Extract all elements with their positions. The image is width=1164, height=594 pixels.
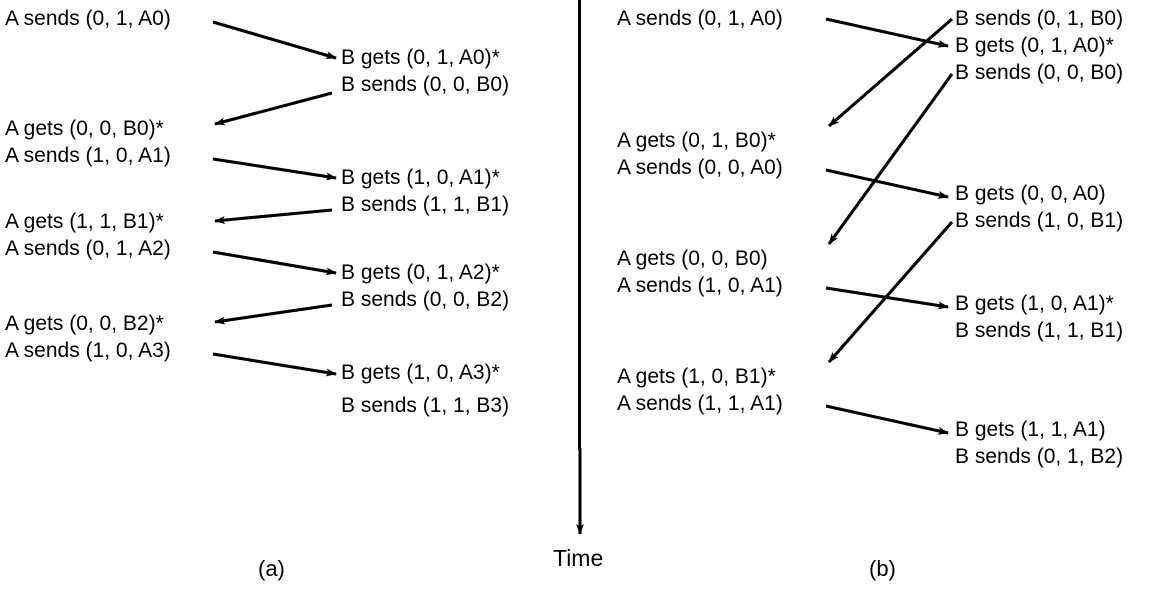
panel-b-left-event-5: A gets (1, 0, B1)* <box>617 365 776 388</box>
panel-a-left-event-0: A sends (0, 1, A0) <box>5 7 171 30</box>
panel-b-right-event-7: B gets (1, 1, A1) <box>955 418 1106 441</box>
panel-b-arrow-b1-to-a <box>827 73 954 245</box>
panel-b-left-event-2: A sends (0, 0, A0) <box>617 156 783 179</box>
panel-a-arrow-a1-to-b <box>212 157 337 181</box>
panel-b-right-event-2: B sends (0, 0, B0) <box>955 61 1124 84</box>
panel-a-left-event-3: A gets (1, 1, B1)* <box>5 210 164 233</box>
panel-b-right-event-4: B sends (1, 0, B1) <box>955 209 1124 232</box>
panel-b-right-event-0: B sends (0, 1, B0) <box>955 7 1124 30</box>
panel-a-right-event-7: B sends (1, 1, B3) <box>341 394 510 417</box>
panel-a-caption: (a) <box>258 556 285 581</box>
panel-b-left-event-4: A sends (1, 0, A1) <box>617 274 783 297</box>
panel-a-right-event-2: B gets (1, 0, A1)* <box>341 166 500 189</box>
panel-divider-line <box>578 0 581 450</box>
panel-a-left-event-2: A sends (1, 0, A1) <box>5 144 171 167</box>
panel-b-left-event-6: A sends (1, 1, A1) <box>617 392 783 415</box>
panel-a-arrow-a0-to-b <box>212 20 337 60</box>
panel-a-right-event-4: B gets (0, 1, A2)* <box>341 261 500 284</box>
panel-a-arrow-b1-to-a <box>214 208 333 225</box>
panel-a-right-event-5: B sends (0, 0, B2) <box>341 288 510 311</box>
panel-b-arrow-a2-to-b <box>825 286 949 310</box>
panel-a-arrow-a3-to-b <box>212 352 337 377</box>
panel-b-left-event-1: A gets (0, 1, B0)* <box>617 129 776 152</box>
panel-a-left-event-5: A gets (0, 0, B2)* <box>5 312 164 335</box>
panel-b-arrow-b2-to-a <box>827 220 954 364</box>
panel-b-arrow-a1-to-b <box>825 168 949 199</box>
panel-b-right-event-1: B gets (0, 1, A0)* <box>955 34 1114 57</box>
panel-a-right-event-3: B sends (1, 1, B1) <box>341 193 510 216</box>
panel-a-right-event-6: B gets (1, 0, A3)* <box>341 361 500 384</box>
panel-b-arrow-a0-to-b <box>825 17 949 48</box>
panel-b-caption: (b) <box>869 556 896 581</box>
panel-b-right-event-3: B gets (0, 0, A0) <box>955 182 1106 205</box>
panel-a-right-event-1: B sends (0, 0, B0) <box>341 73 510 96</box>
panel-a-arrow-a2-to-b <box>212 250 337 276</box>
panel-a-right-event-0: B gets (0, 1, A0)* <box>341 46 500 69</box>
panel-b-right-event-5: B gets (1, 0, A1)* <box>955 292 1114 315</box>
panel-b-arrow-a3-to-b <box>825 404 949 435</box>
panel-b-left-event-3: A gets (0, 0, B0) <box>617 247 768 270</box>
panel-b-right-event-6: B sends (1, 1, B1) <box>955 319 1124 342</box>
time-axis-label: Time <box>553 545 604 571</box>
panel-b-arrow-b0-to-a <box>827 17 954 128</box>
panel-a-left-event-6: A sends (1, 0, A3) <box>5 339 171 362</box>
panel-b-left-event-0: A sends (0, 1, A0) <box>617 7 783 30</box>
panel-a-arrow-b0-to-a <box>214 91 333 126</box>
panel-a-left-event-1: A gets (0, 0, B0)* <box>5 117 164 140</box>
panel-a-left-event-4: A sends (0, 1, A2) <box>5 237 171 260</box>
panel-b-right-event-8: B sends (0, 1, B2) <box>955 445 1124 468</box>
panel-a-arrow-b2-to-a <box>214 303 333 325</box>
